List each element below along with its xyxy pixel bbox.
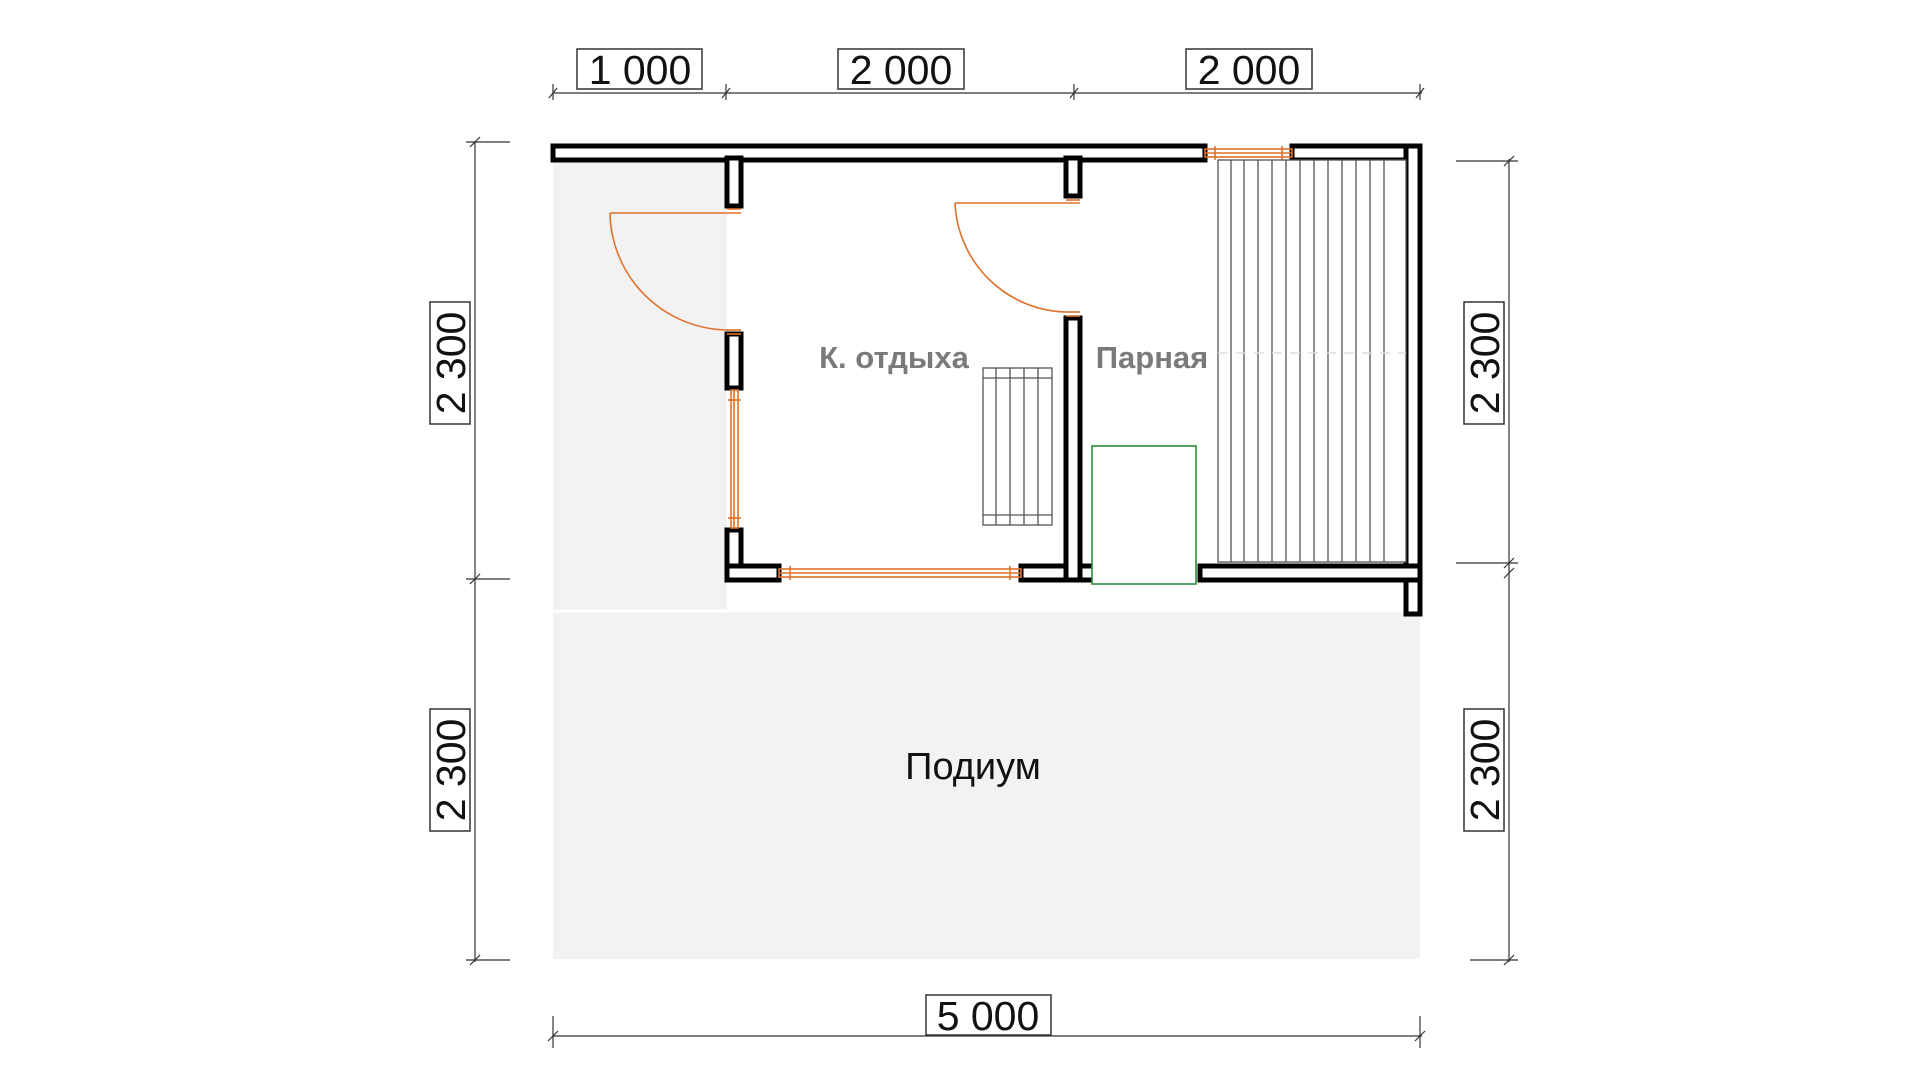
dim-top-3: 2 000 <box>1198 47 1301 93</box>
radiator-icon <box>982 367 1053 526</box>
stove <box>1091 445 1197 585</box>
dim-right-lower: 2 300 <box>1462 719 1508 822</box>
dim-top-2: 2 000 <box>850 47 953 93</box>
dimension-top: 1 000 2 000 2 000 <box>548 47 1425 100</box>
room-label-steam: Парная <box>1096 340 1209 375</box>
steam-bench <box>1217 159 1407 563</box>
dim-right-upper: 2 300 <box>1462 312 1508 415</box>
dim-top-1: 1 000 <box>589 47 692 93</box>
terrace-area <box>553 160 727 610</box>
podium-area <box>553 612 1420 959</box>
dimension-left: 2 300 2 300 <box>428 136 510 966</box>
dim-left-lower: 2 300 <box>428 719 474 822</box>
dimension-bottom: 5 000 <box>547 993 1426 1048</box>
walls <box>550 143 1423 617</box>
dim-bottom-total: 5 000 <box>937 993 1040 1039</box>
room-label-podium: Подиум <box>905 746 1041 788</box>
openings <box>609 146 1293 580</box>
room-label-rest: К. отдыха <box>819 340 969 375</box>
dimension-right: 2 300 2 300 <box>1456 155 1518 966</box>
dim-left-upper: 2 300 <box>428 312 474 415</box>
